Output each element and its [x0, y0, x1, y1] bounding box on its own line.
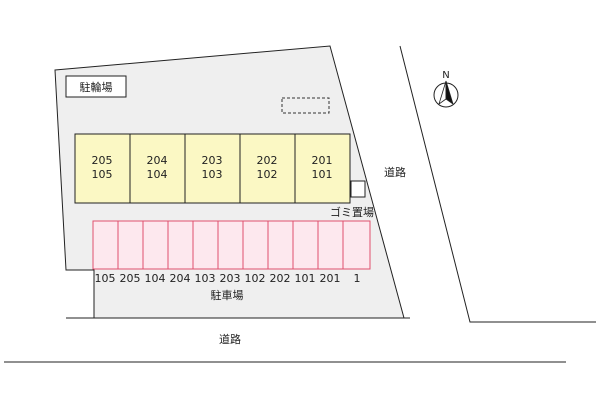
parking-stall — [142, 220, 169, 270]
parking-label: 駐車場 — [211, 288, 244, 302]
parking-stall-label: 101 — [295, 272, 316, 285]
parking-stall-labels: 105 205 104 204 103 203 102 202 101 201 … — [95, 272, 361, 285]
road-edge-right — [399, 45, 596, 323]
parking-stall — [292, 220, 319, 270]
unit-block — [294, 133, 351, 204]
unit-lower-label: 104 — [147, 168, 168, 181]
parking-stall — [267, 220, 294, 270]
parking-stall — [242, 220, 269, 270]
parking-stall — [167, 220, 194, 270]
building: 205 105 204 104 203 103 202 102 201 101 — [74, 133, 351, 204]
garbage-box — [350, 180, 366, 198]
unit-upper-label: 205 — [92, 154, 113, 167]
unit-block — [74, 133, 131, 204]
unit: 203 103 — [184, 133, 241, 204]
garbage-label: ゴミ置場 — [330, 205, 374, 219]
unit-lower-label: 103 — [202, 168, 223, 181]
parking-stall-label: 104 — [145, 272, 166, 285]
parking-stall-label: 1 — [354, 272, 361, 285]
parking-stall — [217, 220, 244, 270]
unit-block — [129, 133, 186, 204]
bicycle-parking-label: 駐輪場 — [80, 80, 113, 94]
parking-stall-label: 204 — [170, 272, 191, 285]
parking-stall-label: 201 — [320, 272, 341, 285]
unit: 201 101 — [294, 133, 351, 204]
parking-stall-label: 102 — [245, 272, 266, 285]
north-label: N — [442, 70, 449, 81]
unit-lower-label: 105 — [92, 168, 113, 181]
unit-lower-label: 102 — [257, 168, 278, 181]
parking-stall — [117, 220, 144, 270]
parking-stall — [92, 220, 119, 270]
parking-stall-label: 105 — [95, 272, 116, 285]
unit-lower-label: 101 — [312, 168, 333, 181]
north-compass-icon: N — [433, 70, 459, 108]
unit-block — [239, 133, 296, 204]
unit: 205 105 — [74, 133, 131, 204]
parking-stall-label: 202 — [270, 272, 291, 285]
parking-stall-label: 205 — [120, 272, 141, 285]
parking-stall — [342, 220, 371, 270]
parking-stall — [317, 220, 344, 270]
unit: 202 102 — [239, 133, 296, 204]
road-label-bottom: 道路 — [219, 332, 241, 346]
unit-upper-label: 204 — [147, 154, 168, 167]
unit-block — [184, 133, 241, 204]
unit: 204 104 — [129, 133, 186, 204]
road-label-right: 道路 — [384, 165, 406, 179]
unit-upper-label: 202 — [257, 154, 278, 167]
parking-stall — [192, 220, 219, 270]
parking-stalls — [92, 220, 371, 270]
unit-upper-label: 201 — [312, 154, 333, 167]
parking-stall-label: 203 — [220, 272, 241, 285]
dashed-area — [281, 97, 330, 114]
unit-upper-label: 203 — [202, 154, 223, 167]
bicycle-parking-box — [65, 75, 127, 98]
parking-stall-label: 103 — [195, 272, 216, 285]
